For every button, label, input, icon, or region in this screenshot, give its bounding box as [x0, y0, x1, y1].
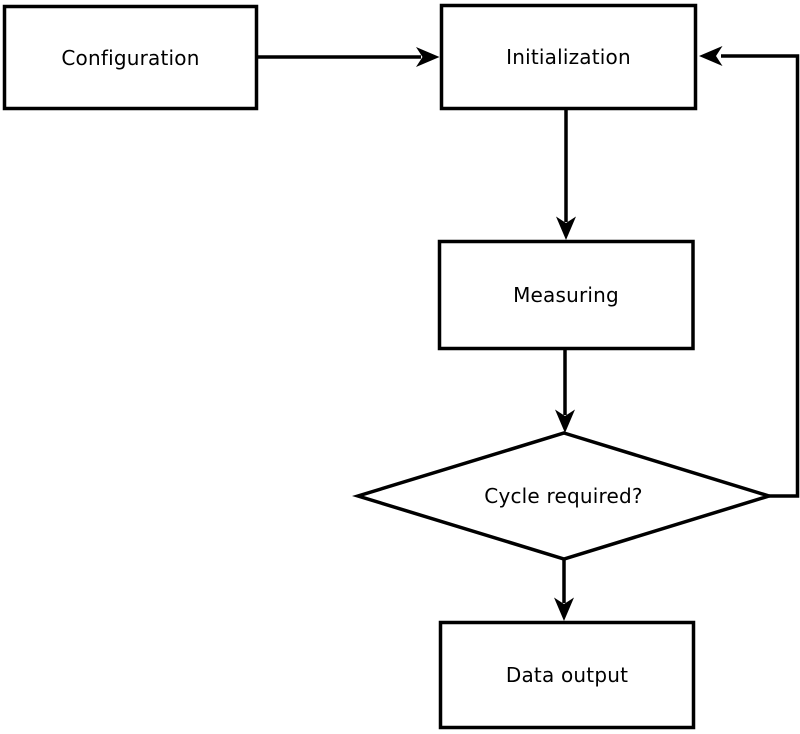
node-measuring-box — [437, 239, 695, 351]
node-cycle-required-diamond — [352, 431, 775, 561]
node-configuration-box — [2, 4, 259, 111]
arrowhead-right-into-initialization — [416, 47, 440, 67]
node-initialization-box — [439, 3, 698, 111]
arrowhead-down-into-diamond — [555, 409, 575, 433]
arrowhead-down-into-measuring — [556, 216, 576, 240]
arrowhead-left-into-initialization — [699, 46, 723, 66]
arrowhead-down-into-data-output — [554, 597, 574, 621]
edge-cycle-required-initialization-loop — [721, 54, 800, 498]
node-data-output-box — [438, 620, 696, 730]
